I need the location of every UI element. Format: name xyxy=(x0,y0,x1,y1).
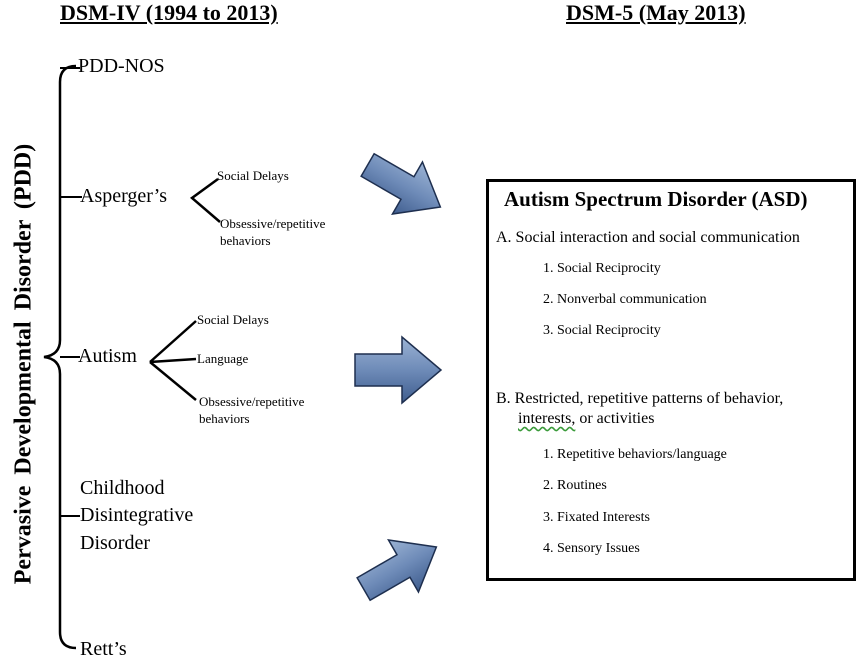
section-b-item-2: 2. Routines xyxy=(543,478,607,493)
aspergers-label: Asperger’s xyxy=(80,185,168,207)
section-b-item-1: 1. Repetitive behaviors/language xyxy=(543,447,727,462)
aspergers-trait-obsessive: Obsessive/repetitive xyxy=(220,216,326,231)
arrow-aspergers xyxy=(360,152,442,215)
asd-box xyxy=(486,179,856,581)
autism-trait-obsessive: Obsessive/repetitive xyxy=(199,394,305,409)
section-a-title: A. Social interaction and social communi… xyxy=(496,229,800,246)
autism-trait-social-delays: Social Delays xyxy=(197,312,269,327)
section-b-title-line2: interests, or activities xyxy=(518,410,654,428)
section-b-title-line1: B. Restricted, repetitive patterns of be… xyxy=(496,390,784,407)
cdd-line-3: Disorder xyxy=(80,532,150,554)
autism-trait-language: Language xyxy=(197,351,249,366)
cdd-line-1: Childhood xyxy=(80,477,165,499)
main-brace xyxy=(43,64,77,650)
arrow-cdd xyxy=(356,539,438,602)
dsm5-header: DSM-5 (May 2013) xyxy=(566,0,746,25)
pdd-nos-label: PDD-NOS xyxy=(78,55,165,77)
section-a-item-2: 2. Nonverbal communication xyxy=(543,292,707,307)
section-b-item-4: 4. Sensory Issues xyxy=(543,541,640,556)
autism-label: Autism xyxy=(78,345,137,367)
dsm4-header: DSM-IV (1994 to 2013) xyxy=(60,0,278,25)
cdd-line-2: Disintegrative xyxy=(80,504,194,526)
section-a-item-1: 1. Social Reciprocity xyxy=(543,261,661,276)
section-b-title-line2-rest: or activities xyxy=(575,410,655,427)
autism-fork-mid xyxy=(149,357,197,364)
section-a-item-3: 3. Social Reciprocity xyxy=(543,323,661,338)
autism-trait-behaviors: behaviors xyxy=(199,411,250,426)
aspergers-fork xyxy=(189,177,221,223)
spellcheck-word: interests, xyxy=(518,410,576,427)
autism-fork-top xyxy=(149,320,197,363)
section-b-item-3: 3. Fixated Interests xyxy=(543,510,650,525)
aspergers-trait-behaviors: behaviors xyxy=(220,233,271,248)
retts-label: Rett’s xyxy=(80,638,127,660)
arrow-autism xyxy=(354,335,443,405)
autism-fork-bottom xyxy=(149,361,197,401)
aspergers-trait-social-delays: Social Delays xyxy=(217,168,289,183)
asd-title: Autism Spectrum Disorder (ASD) xyxy=(504,187,808,211)
